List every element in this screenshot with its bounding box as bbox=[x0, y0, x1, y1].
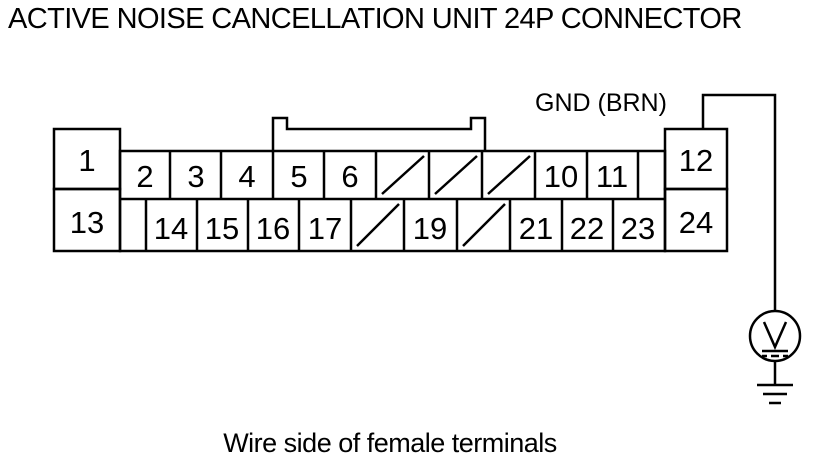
terminal-24: 24 bbox=[679, 205, 713, 240]
terminal-15: 15 bbox=[205, 211, 239, 246]
terminal-12: 12 bbox=[679, 143, 713, 178]
diagram-caption: Wire side of female terminals bbox=[223, 428, 557, 458]
terminal-3: 3 bbox=[187, 159, 204, 194]
terminal-19: 19 bbox=[413, 211, 447, 246]
terminal-4: 4 bbox=[238, 159, 255, 194]
unused-cavity-slashes bbox=[356, 155, 531, 247]
gnd-wire-label: GND (BRN) bbox=[535, 89, 667, 117]
terminal-13: 13 bbox=[70, 205, 104, 240]
locking-tab bbox=[271, 116, 487, 151]
bottom-row-dividers bbox=[144, 199, 615, 251]
connector-body bbox=[52, 127, 729, 253]
terminal-23: 23 bbox=[621, 211, 655, 246]
terminal-16: 16 bbox=[256, 211, 290, 246]
terminal-22: 22 bbox=[570, 211, 604, 246]
gnd-wire bbox=[701, 93, 777, 311]
terminal-1: 1 bbox=[78, 143, 95, 178]
ground-icon bbox=[757, 383, 793, 405]
terminal-10: 10 bbox=[544, 159, 578, 194]
top-row-dividers bbox=[168, 151, 640, 199]
terminal-21: 21 bbox=[519, 211, 553, 246]
diagram-title: ACTIVE NOISE CANCELLATION UNIT 24P CONNE… bbox=[8, 3, 742, 35]
terminal-6: 6 bbox=[341, 159, 358, 194]
terminal-11: 11 bbox=[596, 159, 628, 194]
dc-voltmeter-icon bbox=[748, 309, 802, 363]
terminal-5: 5 bbox=[290, 159, 307, 194]
terminal-17: 17 bbox=[308, 211, 342, 246]
terminal-2: 2 bbox=[136, 159, 153, 194]
terminal-14: 14 bbox=[154, 211, 188, 246]
